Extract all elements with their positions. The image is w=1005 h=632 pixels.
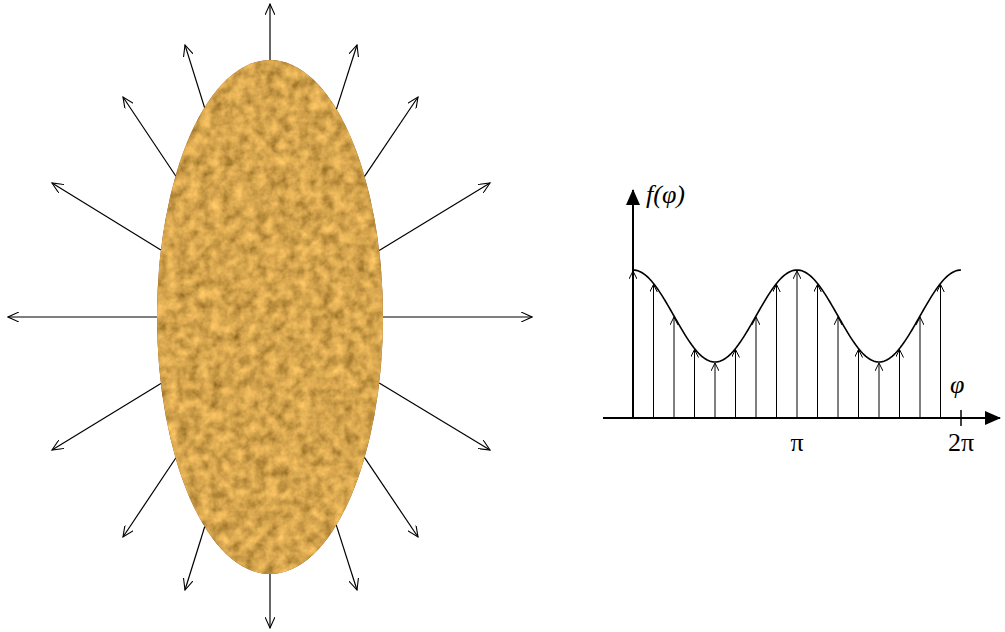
- value-arrow: [838, 317, 839, 418]
- radial-arrow: [123, 458, 176, 537]
- radial-arrow: [52, 183, 161, 250]
- radial-arrow: [379, 383, 490, 450]
- graph-curve: [633, 270, 961, 418]
- radial-arrows: [8, 4, 532, 628]
- value-arrow: [674, 317, 675, 418]
- axis-label: f(φ): [646, 182, 685, 208]
- value-arrow: [797, 271, 798, 418]
- radial-arrow: [336, 525, 357, 590]
- radial-arrow: [269, 4, 270, 60]
- tick-label: 2π: [948, 430, 974, 456]
- graph-axes: [603, 190, 1000, 426]
- value-arrow: [920, 317, 921, 418]
- value-arrow: [756, 317, 757, 418]
- value-arrow: [776, 284, 777, 418]
- radial-arrow: [365, 458, 418, 537]
- value-arrow: [653, 284, 654, 418]
- radial-arrow: [185, 45, 205, 108]
- value-arrow: [715, 363, 716, 418]
- value-arrow: [879, 363, 880, 418]
- value-arrow: [817, 284, 818, 418]
- radial-arrow: [185, 527, 205, 590]
- value-arrow: [694, 350, 695, 418]
- radial-arrow: [8, 316, 157, 317]
- value-arrow: [899, 350, 900, 418]
- value-arrow: [633, 271, 634, 418]
- radial-arrow: [123, 97, 176, 176]
- radial-arrow: [336, 45, 357, 109]
- value-arrow: [940, 284, 941, 418]
- axis-label: φ: [950, 372, 964, 398]
- radial-arrow: [52, 384, 161, 450]
- value-arrow: [735, 350, 736, 418]
- tick-label: π: [790, 430, 803, 456]
- radial-arrow: [383, 316, 532, 317]
- body-ellipse: [150, 55, 390, 580]
- radial-arrow: [365, 97, 418, 176]
- radial-arrow: [269, 574, 270, 628]
- radial-arrow: [379, 183, 490, 251]
- value-arrow: [858, 350, 859, 418]
